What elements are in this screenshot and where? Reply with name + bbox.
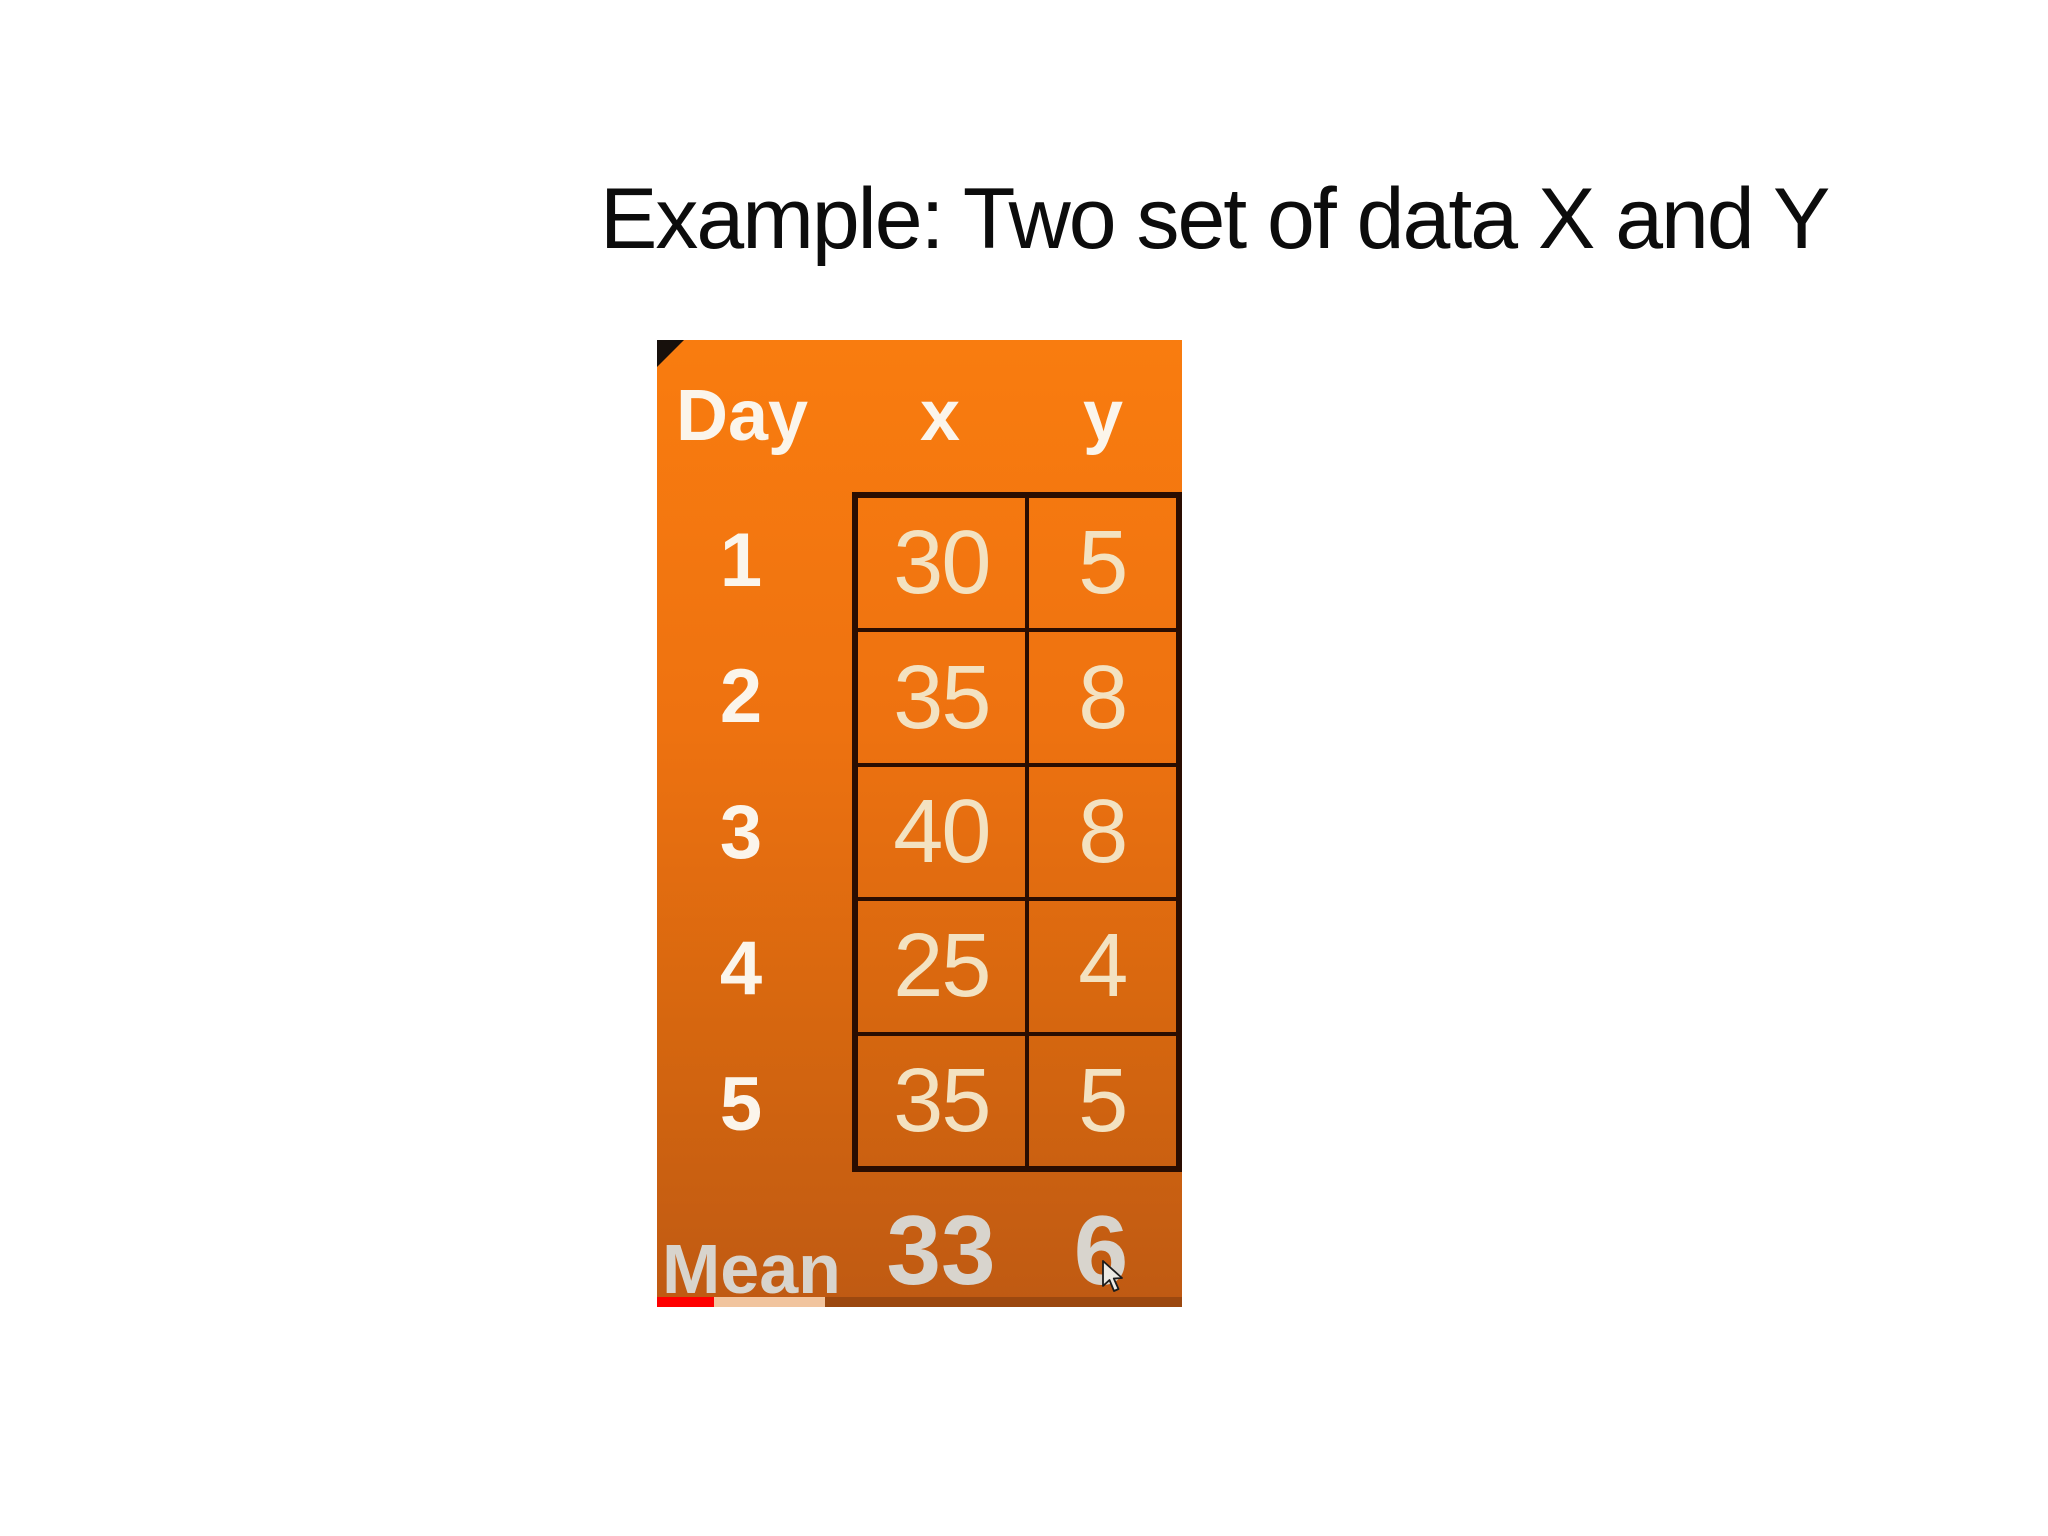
table-cell-y: 4 <box>1026 899 1178 1034</box>
mean-x-value: 33 <box>886 1195 996 1305</box>
data-table-image: Day x y 1 2 3 4 5 30 5 35 8 40 8 25 4 35… <box>657 340 1182 1307</box>
table-cell-x: 35 <box>856 630 1027 765</box>
value-grid: 30 5 35 8 40 8 25 4 35 5 <box>852 492 1182 1172</box>
table-cell-y: 8 <box>1026 764 1178 900</box>
day-label: 2 <box>719 653 763 739</box>
column-header-y: y <box>1082 376 1124 456</box>
table-cell-x: 35 <box>856 1033 1027 1168</box>
table-cell-y: 5 <box>1026 496 1178 631</box>
mouse-cursor-icon <box>1102 1260 1123 1292</box>
column-header-x: x <box>919 376 961 456</box>
table-cell-x: 40 <box>856 764 1027 900</box>
page-title: Example: Two set of data X and Y <box>600 171 1830 267</box>
video-progress-played <box>657 1297 714 1307</box>
video-progress-track <box>657 1297 1182 1307</box>
table-cell-x: 25 <box>856 899 1027 1034</box>
corner-triangle-decoration <box>657 340 684 367</box>
video-progress-buffered <box>657 1297 825 1307</box>
mean-row-label: Mean <box>662 1230 841 1307</box>
day-column: 1 2 3 4 5 <box>657 492 825 1172</box>
table-cell-y: 5 <box>1026 1033 1178 1168</box>
day-label: 4 <box>719 925 763 1011</box>
day-label: 5 <box>719 1061 763 1147</box>
table-cell-x: 30 <box>856 496 1027 631</box>
day-label: 1 <box>719 517 763 603</box>
mean-y-value: 6 <box>1073 1195 1129 1305</box>
table-cell-y: 8 <box>1026 630 1178 765</box>
column-header-day: Day <box>676 376 809 456</box>
day-label: 3 <box>719 789 763 875</box>
